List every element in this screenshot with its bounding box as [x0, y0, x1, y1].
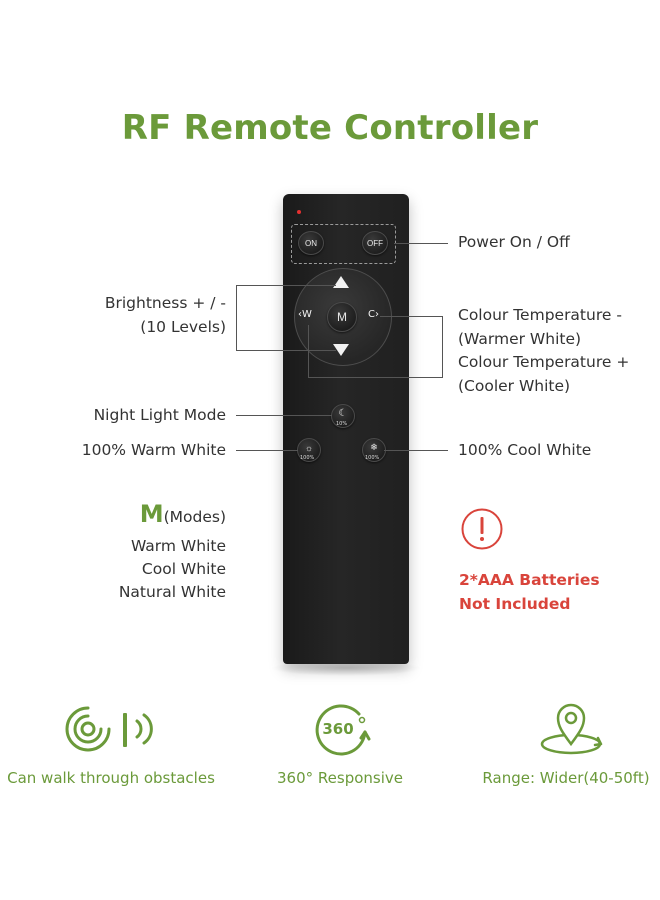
ct-callout-line-bottom [308, 377, 443, 378]
night-light-label: Night Light Mode [93, 406, 226, 424]
ct-callout-line-vertical [442, 316, 443, 378]
remote-shadow [270, 660, 422, 676]
battery-warning-line2: Not Included [459, 595, 571, 613]
night-callout-line [236, 415, 332, 416]
warm-key-label: W [302, 309, 312, 320]
brightness-down-button[interactable] [333, 344, 349, 356]
chevron-left-icon: ‹ [298, 309, 302, 320]
cool-white-sub-label: 100% [365, 455, 380, 461]
cool-white-button[interactable]: ❄ [362, 438, 386, 462]
ct-minus-note: (Warmer White) [458, 330, 582, 348]
modes-heading: M(Modes) [60, 500, 226, 528]
mode-item: Natural White [118, 583, 226, 601]
on-button[interactable]: ON [298, 231, 324, 255]
location-pin-icon [538, 700, 604, 758]
battery-warning-line1: 2*AAA Batteries [459, 571, 600, 589]
ct-callout-line-top [380, 316, 442, 317]
feature-label: Can walk through obstacles [7, 769, 215, 787]
warm-temperature-button[interactable]: ‹W [298, 309, 312, 320]
modes-letter: M [139, 500, 164, 528]
brightness-levels-label: (10 Levels) [140, 318, 226, 336]
indicator-led [297, 210, 301, 214]
ct-minus-label: Colour Temperature - [458, 306, 622, 324]
on-button-label: ON [305, 238, 317, 248]
power-callout-line [394, 243, 448, 244]
cool-white-label: 100% Cool White [458, 441, 592, 459]
modes-heading-text: (Modes) [163, 508, 226, 526]
mode-item: Cool White [141, 560, 226, 578]
sun-icon: ☼ [304, 442, 314, 453]
off-button-label: OFF [367, 238, 383, 248]
brightness-up-button[interactable] [333, 276, 349, 288]
brightness-callout-line-vertical [236, 285, 237, 351]
mode-button[interactable]: M [327, 302, 357, 332]
feature-label: 360° Responsive [277, 769, 403, 787]
off-button[interactable]: OFF [362, 231, 388, 255]
brightness-label: Brightness + / - [104, 294, 226, 312]
signal-through-wall-icon [64, 704, 160, 754]
360-icon-text: 360 [322, 720, 353, 738]
mode-item: Warm White [130, 537, 226, 555]
power-button-group [291, 224, 396, 264]
power-label: Power On / Off [458, 233, 570, 251]
ct-callout-line-left [308, 325, 309, 378]
page-title: RF Remote Controller [121, 108, 539, 148]
chevron-right-icon: › [374, 309, 379, 320]
snowflake-icon: ❄ [370, 442, 378, 452]
ct-plus-label: Colour Temperature + [458, 353, 630, 371]
warm-callout-line [236, 450, 298, 451]
cool-temperature-button[interactable]: C› [368, 309, 379, 320]
brightness-callout-line-bottom [236, 350, 336, 351]
brightness-callout-line-top [236, 285, 336, 286]
night-light-sub-label: 10% [336, 421, 348, 427]
mode-button-label: M [337, 310, 347, 324]
remote-control [283, 194, 409, 664]
warm-white-label: 100% Warm White [81, 441, 226, 459]
exclamation-circle-icon [460, 507, 504, 551]
warm-white-sub-label: 100% [300, 455, 315, 461]
cool-key-label: C [368, 309, 375, 320]
360-rotate-icon: 360 [309, 702, 373, 758]
moon-icon: ☾ [338, 408, 348, 419]
ct-plus-note: (Cooler White) [458, 377, 571, 395]
night-light-button[interactable]: ☾ [331, 404, 355, 428]
cool-callout-line [384, 450, 448, 451]
feature-label: Range: Wider(40-50ft) [482, 769, 650, 787]
